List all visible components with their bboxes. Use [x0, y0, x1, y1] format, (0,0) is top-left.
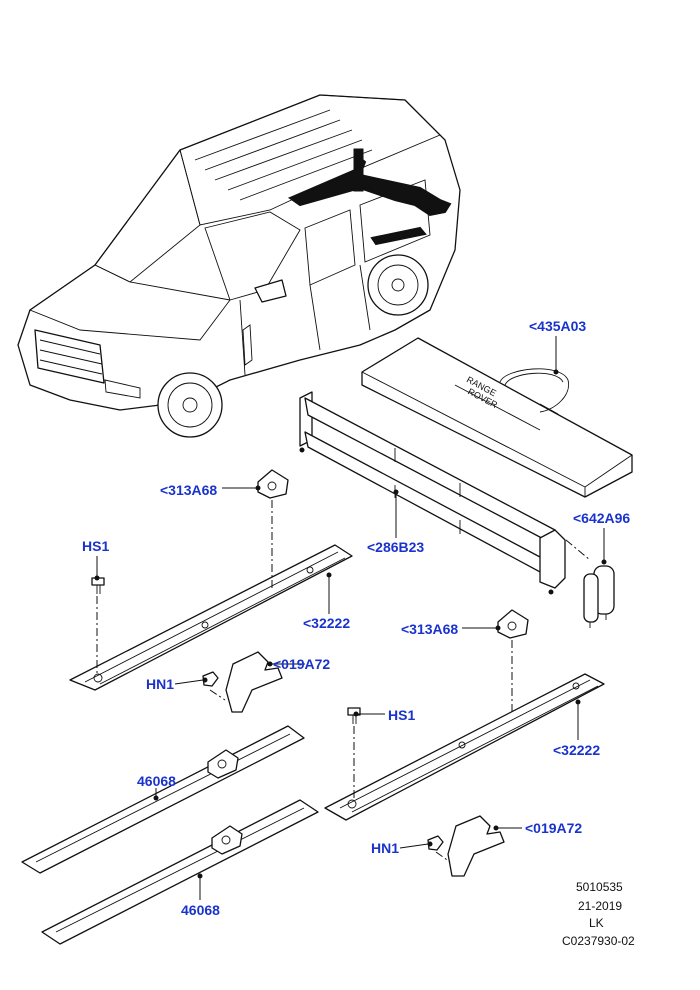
lower-left-rail-lower [41, 799, 319, 945]
callout-hn1-lower[interactable]: HN1 [371, 840, 400, 856]
clip-upper [257, 469, 289, 499]
upper-left-step-rail [69, 544, 353, 691]
vehicle-illustration [17, 94, 461, 438]
callout-46068-upper[interactable]: 46068 [137, 773, 176, 789]
callout-hs1-right[interactable]: HS1 [388, 707, 416, 723]
clip-mid [497, 609, 529, 639]
inflator-canister [583, 565, 615, 628]
callout-32222-lower[interactable]: <32222 [553, 742, 601, 758]
callout-019a72-upper[interactable]: <019A72 [273, 656, 331, 672]
bracket-lower [447, 815, 505, 877]
callout-46068-lower[interactable]: 46068 [181, 902, 220, 918]
callout-019a72-lower[interactable]: <019A72 [525, 820, 583, 836]
bolt-hs1-left [91, 577, 105, 594]
lower-left-rail-upper [21, 725, 305, 874]
nut-hn1-upper [202, 671, 219, 687]
callout-32222-upper[interactable]: <32222 [303, 615, 351, 631]
storage-bag: RANGE ROVER [361, 337, 633, 498]
callout-hs1-left[interactable]: HS1 [82, 538, 110, 554]
step-frame [299, 391, 566, 595]
callout-286b23[interactable]: <286B23 [367, 539, 425, 555]
nut-hn1-lower [427, 835, 444, 851]
callout-435a03[interactable]: <435A03 [529, 318, 587, 334]
reference-code: LK [589, 916, 604, 930]
right-step-rail [324, 673, 605, 821]
callout-hn1-upper[interactable]: HN1 [146, 676, 175, 692]
leader-lines [94, 336, 607, 900]
reference-number: 5010535 [576, 880, 623, 894]
reference-date: 21-2019 [578, 899, 623, 913]
bracket-upper [225, 651, 283, 713]
bolt-hs1-right [347, 707, 361, 724]
callout-313a68-mid[interactable]: <313A68 [401, 621, 459, 637]
callout-313a68-upper[interactable]: <313A68 [160, 482, 218, 498]
callout-642a96[interactable]: <642A96 [573, 510, 631, 526]
reference-illustration-id: C0237930-02 [562, 934, 635, 948]
